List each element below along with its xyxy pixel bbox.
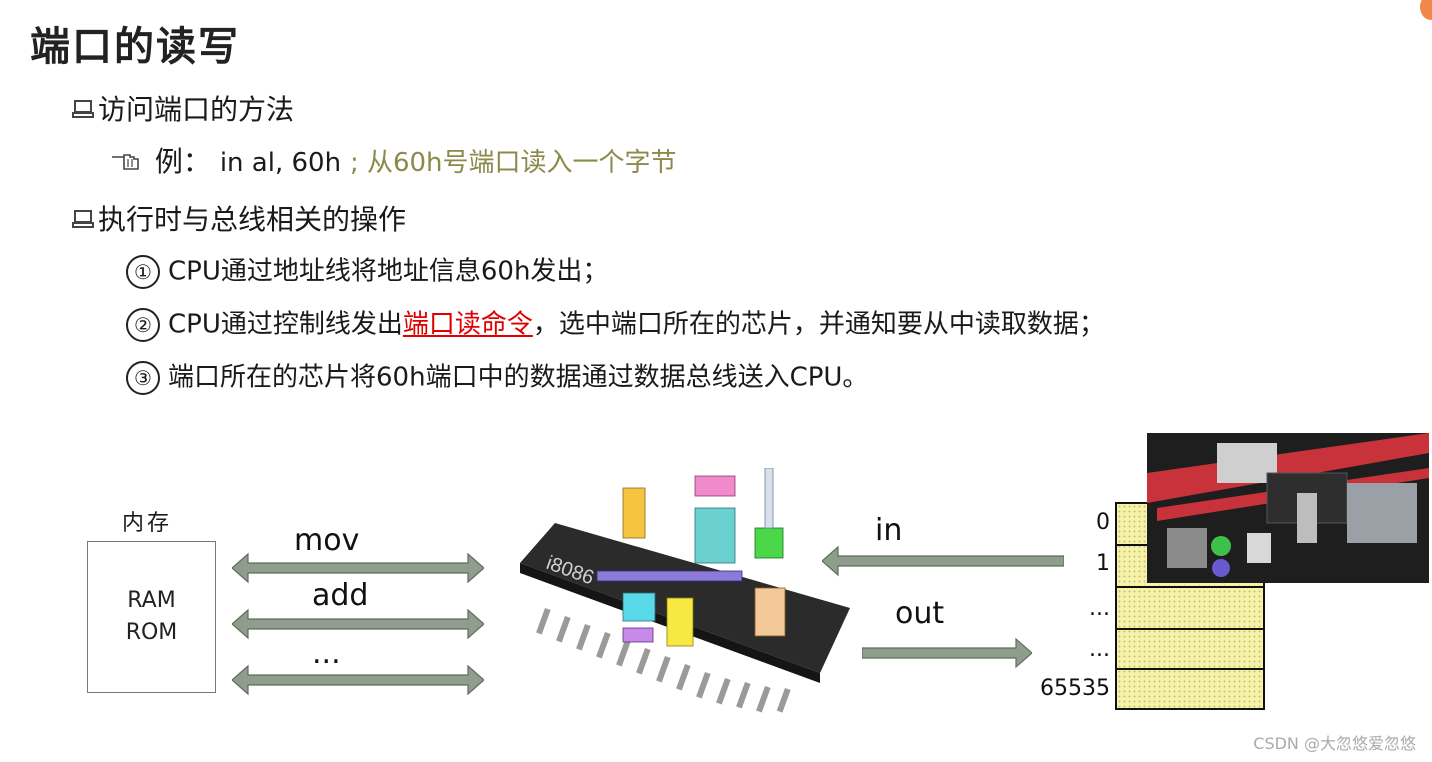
port-row-divider [1117, 586, 1263, 588]
step-number: ② [126, 308, 160, 342]
bullet-access-method: 访问端口的方法 [72, 93, 294, 127]
instr-mov: mov [294, 523, 360, 558]
example-code: in al, 60h [219, 148, 342, 178]
memory-rom: ROM [125, 620, 178, 645]
port-label-ellipsis-1: ... [1089, 596, 1110, 621]
double-arrow-mov [232, 552, 484, 584]
double-arrow-add [232, 608, 484, 640]
step-number: ③ [126, 361, 160, 395]
motherboard-photo [1147, 433, 1429, 583]
example-comment: ; 从60h号端口读入一个字节 [349, 148, 677, 178]
instr-add: add [312, 578, 369, 613]
bullet-bus-ops: 执行时与总线相关的操作 [72, 203, 406, 237]
port-label-ellipsis-2: ... [1089, 637, 1110, 662]
port-row-divider [1117, 668, 1263, 670]
port-row-divider [1117, 628, 1263, 630]
double-arrow-more [232, 664, 484, 696]
step-2: ② CPU通过控制线发出端口读命令，选中端口所在的芯片，并通知要从中读取数据； [126, 308, 1105, 342]
example-prefix: 例： [154, 145, 211, 178]
step-text: CPU通过地址线将地址信息60h发出； [168, 256, 609, 287]
port-label-0: 0 [1096, 510, 1110, 535]
step-number: ① [126, 255, 160, 289]
bullet-text: 访问端口的方法 [98, 93, 295, 126]
port-label-65535: 65535 [1040, 676, 1110, 701]
arrow-out [862, 637, 1032, 669]
memory-label: 内存 [122, 511, 173, 536]
step-text: 端口所在的芯片将60h端口中的数据通过数据总线送入CPU。 [168, 362, 869, 393]
port-label-1: 1 [1096, 551, 1110, 576]
computer-icon [72, 209, 94, 234]
computer-icon [72, 99, 94, 124]
step-1: ① CPU通过地址线将地址信息60h发出； [126, 255, 608, 289]
step-text-post: ，选中端口所在的芯片，并通知要从中读取数据； [532, 309, 1105, 340]
pointing-hand-icon [110, 149, 142, 178]
corner-accent [1420, 0, 1432, 20]
slide-title: 端口的读写 [30, 23, 240, 70]
bullet-text: 执行时与总线相关的操作 [98, 203, 407, 236]
step-highlight: 端口读命令 [402, 309, 533, 340]
io-out-label: out [895, 596, 945, 631]
arrow-in [822, 545, 1064, 577]
cpu-chip-illustration: i8086 [520, 468, 850, 713]
instr-more: ... [312, 636, 341, 671]
watermark: CSDN @大忽悠爱忽悠 [1253, 734, 1416, 753]
memory-box: RAM ROM [87, 541, 216, 693]
memory-ram: RAM [127, 588, 176, 613]
io-in-label: in [875, 513, 903, 548]
step-text-pre: CPU通过控制线发出 [168, 309, 403, 340]
example-line: 例： in al, 60h ; 从60h号端口读入一个字节 [110, 145, 677, 179]
step-3: ③ 端口所在的芯片将60h端口中的数据通过数据总线送入CPU。 [126, 361, 868, 395]
